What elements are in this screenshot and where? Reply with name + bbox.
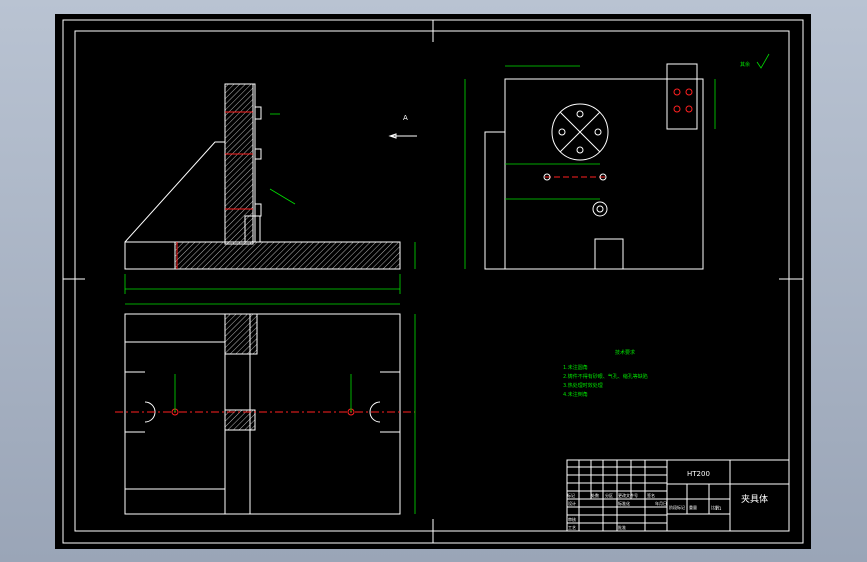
scale-value: 1:1 <box>715 506 722 511</box>
drawing-sheet: A 其余 技术要求 1.未注圆角 2.铸件不得有砂眼、气孔、缩孔等缺陷 3.热处… <box>55 14 811 549</box>
roughness-label: 其余 <box>740 61 750 68</box>
drawing-canvas: A 其余 技术要求 1.未注圆角 2.铸件不得有砂眼、气孔、缩孔等缺陷 3.热处… <box>62 19 804 544</box>
tb-label-stage: 阶段标记 <box>669 504 685 510</box>
tb-label-review: 审核 <box>568 516 576 522</box>
outer-border <box>62 19 804 544</box>
inner-border <box>74 30 790 532</box>
tb-label-process: 工艺 <box>568 525 576 530</box>
view-arrow: A <box>388 114 417 139</box>
tb-label-weight: 重量 <box>689 504 697 510</box>
front-view <box>124 83 416 294</box>
tech-requirements: 技术要求 1.未注圆角 2.铸件不得有砂眼、气孔、缩孔等缺陷 3.热处理时效处理… <box>563 349 648 398</box>
tb-label-date: 年月日 <box>655 500 667 506</box>
roughness-note: 其余 <box>740 53 770 69</box>
tb-label-scale: 比例 <box>711 504 719 510</box>
top-view <box>115 303 416 515</box>
tech-req-title: 技术要求 <box>615 349 635 356</box>
tech-req-2: 2.铸件不得有砂眼、气孔、缩孔等缺陷 <box>563 373 648 380</box>
tech-req-4: 4.未注倒角 <box>563 391 588 398</box>
tb-label-count: 处数 <box>591 492 599 498</box>
tech-req-1: 1.未注圆角 <box>563 364 588 371</box>
tb-label-zone: 分区 <box>605 492 613 498</box>
side-view <box>464 63 716 270</box>
tech-req-3: 3.热处理时效处理 <box>563 382 603 389</box>
tb-label-standard: 标准化 <box>618 500 630 506</box>
tb-label-sign: 签名 <box>647 492 655 498</box>
drawing-title: 夹具体 <box>741 493 768 505</box>
view-label: A <box>403 114 408 122</box>
tb-label-approve: 批准 <box>618 524 626 530</box>
tb-label-change: 更改文件号 <box>618 492 638 498</box>
tb-label-design: 设计 <box>568 500 576 506</box>
tb-label-mark: 标记 <box>567 492 575 498</box>
material-code: HT200 <box>687 470 710 478</box>
title-block: 标记 处数 分区 更改文件号 签名 年月日 设计 标准化 审核 工艺 批准 阶段… <box>566 459 790 532</box>
